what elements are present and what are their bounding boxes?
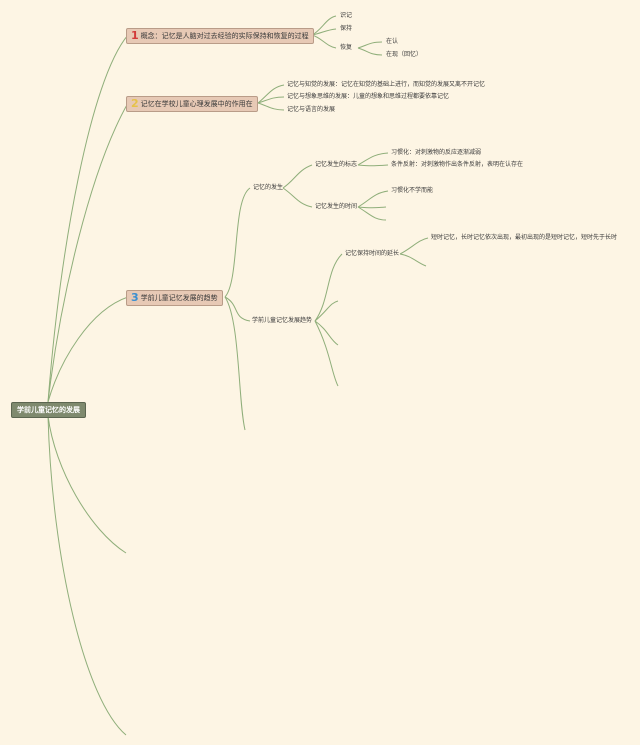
badge-3: 3 [131, 291, 139, 304]
node-memory-occurrence[interactable]: 记忆的发生 [253, 184, 284, 191]
node-shiji[interactable]: 识记 [340, 12, 353, 19]
node-memory-imagination[interactable]: 记忆与想象思维的发展：儿童的想象和思维过程都要依靠记忆 [287, 93, 450, 100]
node-retention-extension[interactable]: 记忆保持时间的延长 [345, 250, 400, 257]
root-node[interactable]: 学前儿童记忆的发展 [11, 402, 86, 418]
node-short-long-term[interactable]: 短时记忆，长时记忆依次出现，最初出现的是短时记忆，短时先于长时 [431, 234, 618, 241]
node-memory-perception[interactable]: 记忆与知觉的发展：记忆在知觉的基础上进行，而知觉的发展又离不开记忆 [287, 81, 486, 88]
badge-2: 2 [131, 97, 139, 110]
node-habituation-innate[interactable]: 习惯化不学而能 [391, 187, 434, 194]
node-huifu[interactable]: 恢复 [340, 44, 353, 51]
node-habituation[interactable]: 习惯化：对刺激物的反应逐渐减弱 [391, 149, 482, 156]
badge-1: 1 [131, 29, 139, 42]
node-zairen[interactable]: 在认 [386, 38, 399, 45]
node-baochi[interactable]: 保持 [340, 25, 353, 32]
node-conditioned-reflex[interactable]: 条件反射：对刺激物作出条件反射，表明在认存在 [391, 161, 524, 168]
node-occurrence-time[interactable]: 记忆发生的时间 [315, 203, 358, 210]
node-zaixian[interactable]: 在现（回忆） [386, 51, 423, 58]
branch-3-label: 学前儿童记忆发展的趋势 [140, 294, 218, 302]
node-development-trend[interactable]: 学前儿童记忆发展趋势 [252, 317, 313, 324]
node-memory-language[interactable]: 记忆与语言的发展 [287, 106, 336, 113]
branch-2-label: 记忆在学校儿童心理发展中的作用在 [140, 100, 253, 108]
branch-1-label: 概念：记忆是人脑对过去经验的实际保持和恢复的过程 [140, 32, 309, 40]
node-occurrence-sign[interactable]: 记忆发生的标志 [315, 161, 358, 168]
